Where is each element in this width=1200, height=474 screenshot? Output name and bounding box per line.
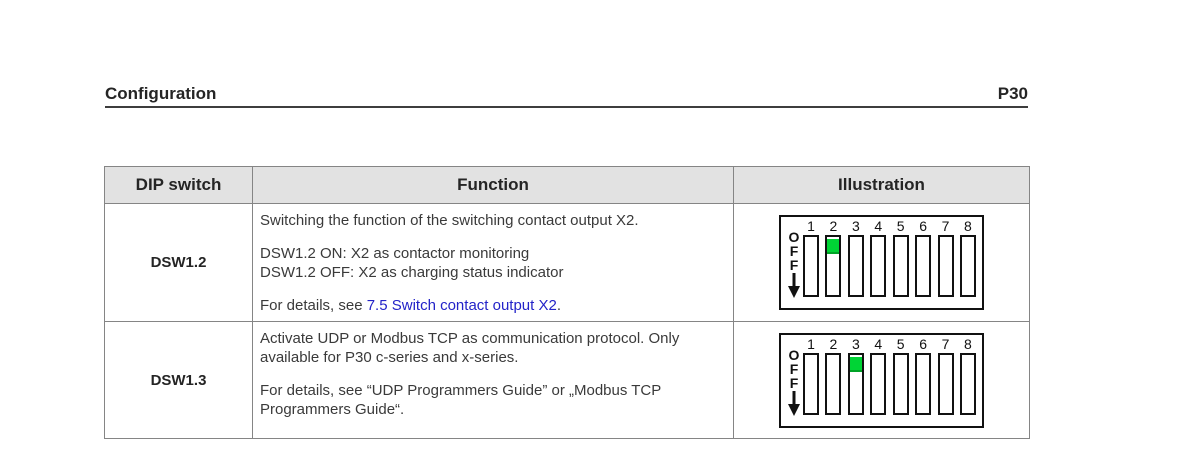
section-title: Configuration — [105, 84, 217, 103]
switch-number-label: 3 — [851, 218, 860, 234]
header-rule — [105, 106, 1028, 108]
table-row-dsw1-3: DSW1.3 Activate UDP or Modbus TCP as com… — [104, 321, 1030, 439]
dip-switch-slot-1 — [803, 235, 819, 297]
dip-switch-slot-2 — [825, 235, 842, 297]
switch-number-label: 4 — [874, 335, 883, 352]
state-off-line: DSW1.2 OFF: X2 as charging status indica… — [260, 264, 564, 281]
switch-number-label: 3 — [851, 335, 860, 352]
dip-switch-column-4: 4 — [870, 335, 887, 426]
dip-switch-column-6: 6 — [915, 217, 932, 308]
switch-number-label: 6 — [919, 335, 927, 352]
table-header-row: DIP switch Function Illustration — [104, 166, 1030, 204]
dip-switch-column-7: 7 — [937, 335, 954, 426]
col-header-function: Function — [252, 166, 734, 204]
off-letter: F — [789, 243, 799, 259]
switch-number-label: 2 — [829, 218, 838, 234]
dip-switch-slot-1 — [803, 352, 819, 415]
dip-switch-column-5: 5 — [892, 335, 909, 426]
state-on-line: DSW1.2 ON: X2 as contactor monitoring — [260, 245, 530, 262]
running-header: Configuration P30 — [105, 84, 1028, 104]
switch-number-label: 6 — [919, 218, 927, 234]
dip-switch-slot-5 — [892, 352, 909, 415]
switch-number-label: 8 — [964, 218, 972, 234]
dip-switch-name: DSW1.2 — [104, 203, 253, 322]
down-arrow-icon — [788, 390, 800, 416]
col-header-illustration: Illustration — [733, 166, 1030, 204]
dip-switch-name: DSW1.3 — [104, 321, 253, 439]
dip-switch-column-1: 1 — [803, 335, 819, 426]
off-letter: F — [789, 257, 799, 273]
switch-number-label: 7 — [941, 335, 950, 352]
dip-switch-slot-2 — [825, 352, 842, 415]
details-line: For details, see “UDP Programmers Guide”… — [260, 382, 661, 418]
page-ref: P30 — [997, 84, 1028, 103]
switch-number-label: 1 — [807, 335, 815, 352]
dip-switch-column-8: 8 — [959, 217, 976, 308]
dip-switch-column-5: 5 — [892, 217, 909, 308]
details-prefix: For details, see — [260, 297, 367, 314]
cross-reference-link[interactable]: 7.5 Switch contact output X2 — [366, 297, 557, 314]
dip-switch-column-7: 7 — [937, 217, 954, 308]
dip-switch-column-4: 4 — [870, 217, 887, 308]
switch-handle-on — [849, 356, 862, 372]
details-suffix: . — [556, 297, 562, 314]
switch-number-label: 7 — [941, 218, 950, 234]
dip-switch-slot-7 — [937, 352, 954, 415]
off-letter: F — [789, 360, 799, 377]
switch-number-label: 5 — [896, 335, 905, 352]
down-arrow-icon — [788, 273, 800, 298]
dip-switch-column-1: 1 — [803, 217, 819, 308]
function-cell: Activate UDP or Modbus TCP as communicat… — [252, 321, 734, 439]
dip-switch-slot-5 — [892, 235, 909, 297]
dip-switch-column-8: 8 — [959, 335, 976, 426]
dip-switch-slot-6 — [915, 235, 932, 297]
switch-handle-on — [827, 239, 840, 254]
dip-switch-table: DIP switch Function Illustration DSW1.2 … — [104, 166, 1030, 439]
table-row-dsw1-2: DSW1.2 Switching the function of the swi… — [104, 203, 1030, 322]
switch-number-label: 8 — [964, 335, 972, 352]
dip-switch-slot-8 — [959, 352, 976, 415]
switch-number-label: 1 — [807, 218, 815, 234]
function-cell: Switching the function of the switching … — [252, 203, 734, 322]
off-letter: O — [788, 346, 800, 363]
function-description: Switching the function of the switching … — [260, 212, 639, 229]
off-letter: O — [788, 229, 800, 245]
switch-number-label: 5 — [896, 218, 905, 234]
details-line: For details, see 7.5 Switch contact outp… — [260, 296, 725, 315]
function-description: Activate UDP or Modbus TCP as communicat… — [260, 330, 680, 366]
dip-switch-slot-4 — [870, 235, 887, 297]
dip-switch-column-6: 6 — [915, 335, 932, 426]
dip-switch-column-2: 2 — [825, 335, 842, 426]
switch-number-label: 4 — [874, 218, 883, 234]
dip-switch-slot-7 — [937, 235, 954, 297]
dip-switch-column-3: 3 — [847, 335, 864, 426]
dip-switch-slot-8 — [959, 235, 976, 297]
off-letter: F — [789, 374, 799, 391]
dip-switch-column-3: 3 — [847, 217, 864, 308]
dip-switch-slot-3 — [847, 352, 864, 415]
dip-switch-slot-6 — [915, 352, 932, 415]
col-header-dip-switch: DIP switch — [104, 166, 253, 204]
dip-switch-slot-3 — [847, 235, 864, 297]
dip-switch-column-2: 2 — [825, 217, 842, 308]
switch-number-label: 2 — [829, 335, 838, 352]
dip-switch-slot-4 — [870, 352, 887, 415]
